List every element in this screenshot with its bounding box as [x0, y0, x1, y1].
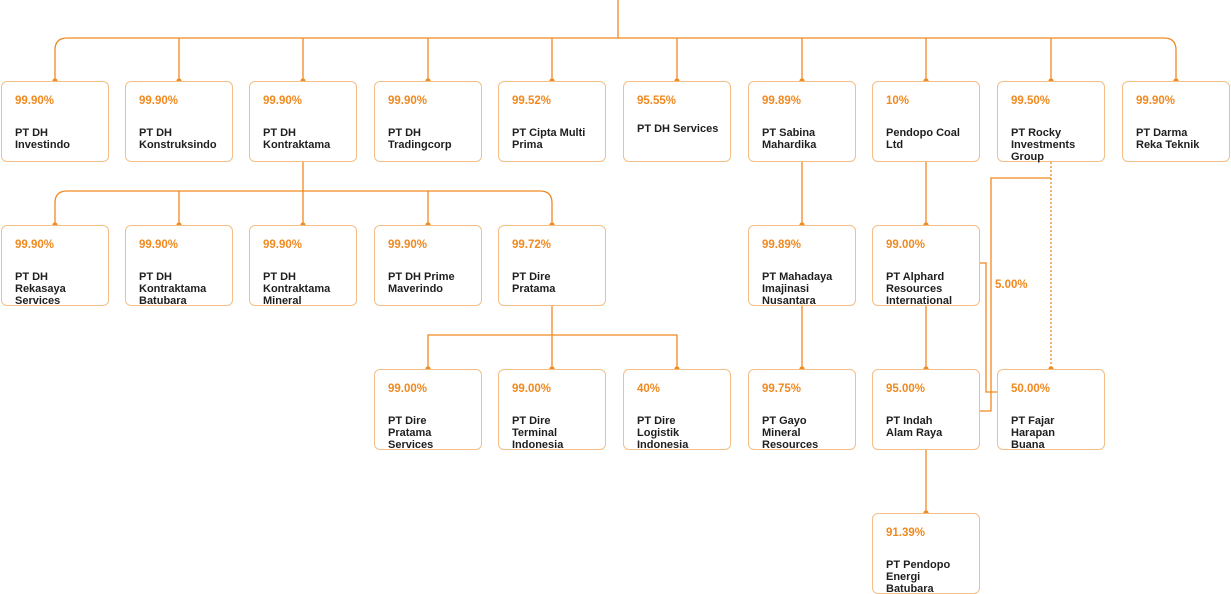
ownership-percent: 99.75% — [762, 383, 802, 395]
ownership-percent: 99.90% — [139, 239, 179, 251]
ownership-percent: 99.90% — [15, 95, 55, 107]
ownership-percent: 99.00% — [512, 383, 552, 395]
ownership-percent: 95.55% — [637, 95, 677, 107]
ownership-percent: 99.89% — [762, 95, 802, 107]
ownership-percent: 99.00% — [388, 383, 428, 395]
ownership-percent: 91.39% — [886, 527, 926, 539]
ownership-percent: 99.72% — [512, 239, 552, 251]
ownership-percent: 40% — [637, 383, 661, 395]
ownership-percent: 99.50% — [1011, 95, 1051, 107]
ownership-percent: 99.52% — [512, 95, 552, 107]
ownership-percent: 99.90% — [263, 239, 303, 251]
side-ownership-label: 5.00% — [995, 279, 1028, 291]
ownership-percent: 99.90% — [1136, 95, 1176, 107]
ownership-percent: 99.90% — [139, 95, 179, 107]
ownership-percent: 99.90% — [263, 95, 303, 107]
entity-name: PT DH Services — [637, 123, 719, 135]
ownership-percent: 99.00% — [886, 239, 926, 251]
top-level-bus — [54, 37, 1177, 81]
ownership-percent: 99.90% — [15, 239, 55, 251]
ownership-percent: 99.90% — [388, 239, 428, 251]
rocky-to-indah-link — [980, 177, 1051, 412]
ownership-percent: 99.90% — [388, 95, 428, 107]
ownership-percent: 10% — [886, 95, 910, 107]
ownership-percent: 99.89% — [762, 239, 802, 251]
alphard-to-fajar-link — [980, 262, 997, 393]
ownership-percent: 95.00% — [886, 383, 926, 395]
entity-dh-services: 95.55% PT DH Services — [623, 81, 731, 162]
ownership-percent: 50.00% — [1011, 383, 1051, 395]
